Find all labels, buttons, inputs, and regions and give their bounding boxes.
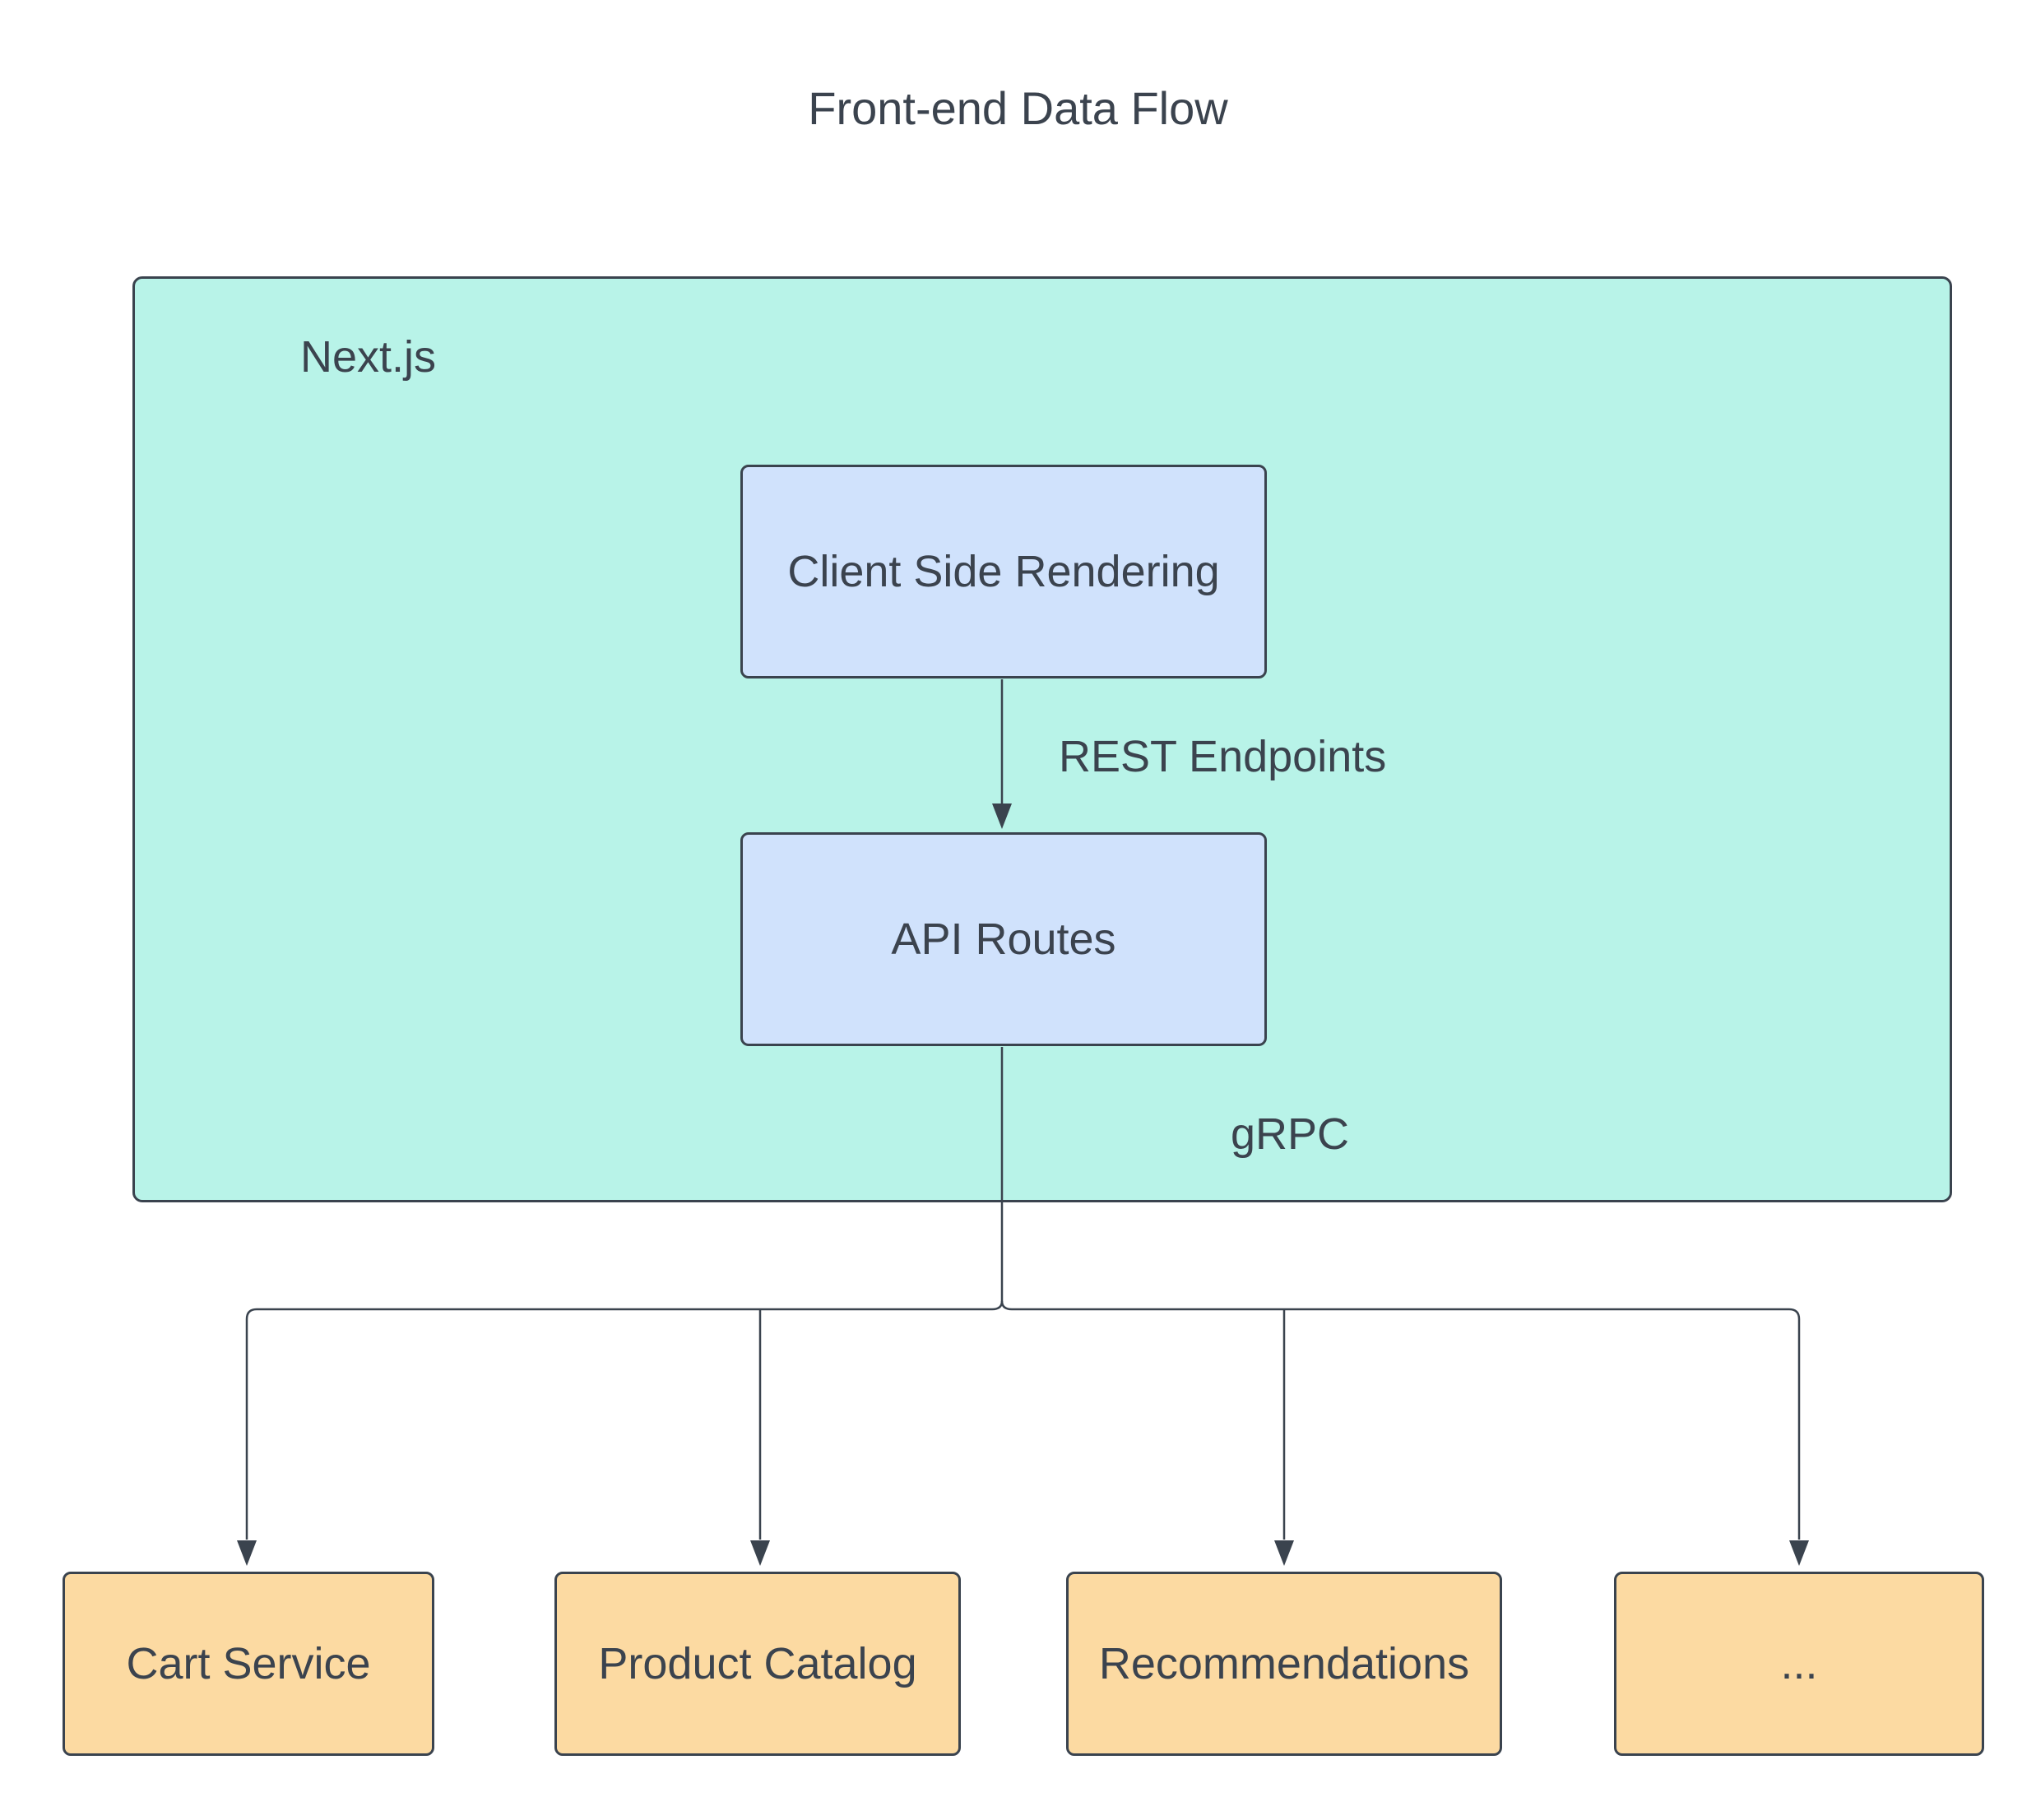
node-api-routes: API Routes: [740, 832, 1267, 1046]
edge-branch-more: [1000, 1300, 1801, 1540]
diagram-title: Front-end Data Flow: [808, 82, 1228, 134]
node-cart-service-label: Cart Service: [126, 1638, 371, 1688]
node-ellipsis-label: ...: [1780, 1638, 1818, 1688]
edge-label-grpc: gRPC: [1231, 1109, 1350, 1159]
node-recommendations-label: Recommendations: [1098, 1638, 1470, 1688]
arrowhead-cart: [237, 1540, 257, 1566]
node-product-catalog-label: Product Catalog: [598, 1638, 917, 1688]
edge-label-rest-endpoints: REST Endpoints: [1059, 732, 1387, 781]
node-client-side-rendering: Client Side Rendering: [740, 465, 1267, 678]
cluster-nextjs: [132, 276, 1952, 1202]
arrowhead-recs: [1274, 1540, 1294, 1566]
node-product-catalog: Product Catalog: [554, 1572, 961, 1756]
node-client-side-rendering-label: Client Side Rendering: [787, 546, 1220, 596]
node-recommendations: Recommendations: [1066, 1572, 1502, 1756]
arrowhead-more: [1789, 1540, 1809, 1566]
node-cart-service: Cart Service: [63, 1572, 434, 1756]
edge-branch-cart: [245, 1300, 1004, 1540]
node-api-routes-label: API Routes: [891, 914, 1116, 964]
node-ellipsis: ...: [1614, 1572, 1984, 1756]
cluster-nextjs-label: Next.js: [300, 332, 437, 382]
arrowhead-catalog: [750, 1540, 770, 1566]
